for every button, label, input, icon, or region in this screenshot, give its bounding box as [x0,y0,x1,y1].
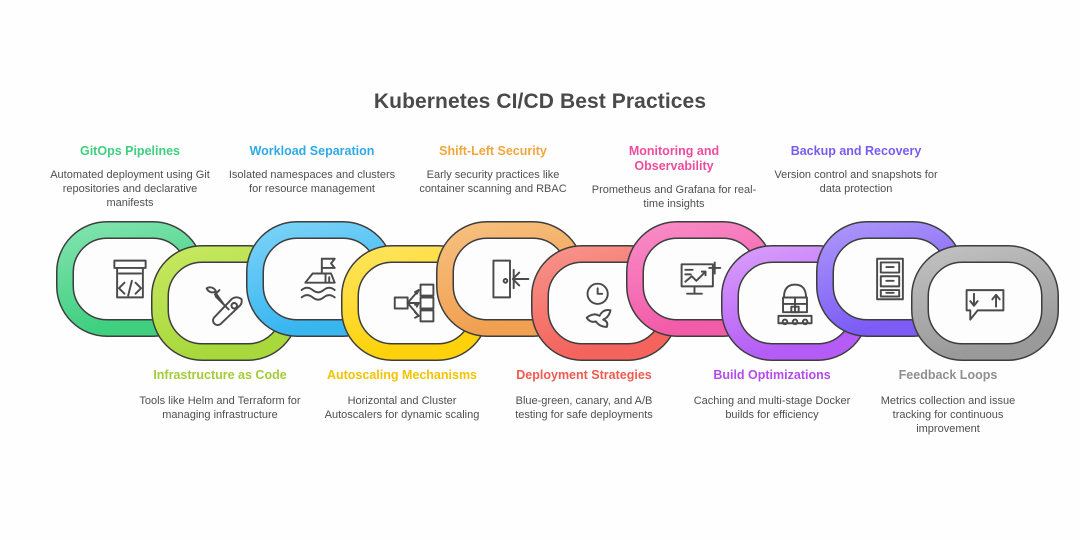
label-description: Horizontal and Cluster Autoscalers for d… [324,395,480,421]
column-label-shift-left-security: Shift-Left Security Early security pract… [409,144,577,196]
wrench-screwdriver-icon [205,286,243,327]
label-description: Tools like Helm and Terraform for managi… [139,395,301,421]
monitor-chart-plus-icon [680,261,722,295]
page-title: Kubernetes CI/CD Best Practices [373,90,707,113]
label-heading: Infrastructure as Code [153,368,287,382]
label-heading: GitOps Pipelines [79,144,181,158]
label-description: Automated deployment using Git repositor… [50,169,210,209]
label-heading: Shift-Left Security [439,144,547,158]
label-heading: Workload Separation [249,144,375,158]
label-description: Blue-green, canary, and A/B testing for … [515,395,653,421]
column-label-workload-separation: Workload Separation Isolated namespaces … [228,144,396,196]
ship-flag-icon [300,257,336,301]
label-description: Prometheus and Grafana for real-time ins… [591,184,757,210]
code-package-icon [113,259,147,299]
column-label-build-optimizations: Build Optimizations Caching and multi-st… [688,368,856,422]
label-heading: Build Optimizations [713,368,831,382]
conveyor-package-icon [777,283,813,326]
chain-link-speech-refresh [911,245,1059,361]
label-heading: Feedback Loops [898,368,998,382]
label-heading: Backup and Recovery [790,144,922,158]
door-entry-icon [492,259,530,299]
label-description: Caching and multi-stage Docker builds fo… [693,395,851,421]
column-label-deployment-strategies: Deployment Strategies Blue-green, canary… [500,368,668,422]
file-cabinet-icon [876,257,904,301]
column-label-gitops-pipelines: GitOps Pipelines Automated deployment us… [46,144,214,210]
column-label-autoscaling-mechanisms: Autoscaling Mechanisms Horizontal and Cl… [318,368,486,422]
label-heading: Monitoring and Observability [628,144,720,173]
speech-refresh-icon [965,289,1005,321]
column-label-infrastructure-as-code: Infrastructure as Code Tools like Helm a… [136,368,304,422]
label-description: Version control and snapshots for data p… [774,169,938,195]
label-heading: Deployment Strategies [516,368,652,382]
column-label-backup-recovery: Backup and Recovery Version control and … [772,144,940,196]
scale-out-icon [393,283,435,323]
chain-diagram [0,218,1080,363]
clock-plane-icon [585,282,612,328]
label-heading: Autoscaling Mechanisms [326,368,478,382]
label-description: Early security practices like container … [419,169,567,195]
chain-svg [56,221,1059,361]
label-description: Isolated namespaces and clusters for res… [228,169,396,195]
label-description: Metrics collection and issue tracking fo… [880,395,1016,435]
column-label-feedback-loops: Feedback Loops Metrics collection and is… [864,368,1032,436]
column-label-monitoring-observability: Monitoring and Observability Prometheus … [590,144,758,211]
